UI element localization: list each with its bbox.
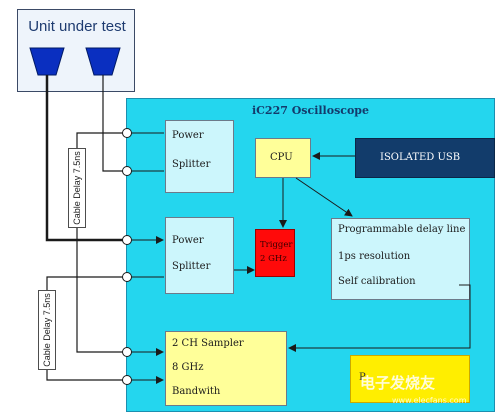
probe-2-wire [102, 75, 127, 172]
sampler-line2: 8 GHz [172, 362, 204, 373]
arrow-cpu-to-delay [295, 177, 353, 217]
isolated-usb-label: ISOLATED USB [380, 152, 461, 163]
connector-6 [122, 375, 132, 385]
watermark-logo-text: 电子发烧友 [360, 374, 436, 392]
cpu-label: CPU [270, 152, 293, 163]
probe-1-icon [29, 47, 65, 76]
connector-2 [122, 166, 132, 176]
delay-line-line1: Programmable delay line [338, 224, 466, 235]
cable-delay-2-label: Cable Delay 7.5ns [42, 293, 52, 367]
sampler-line1: 2 CH Sampler [172, 338, 244, 349]
delay-line-line2: 1ps resolution [338, 251, 411, 262]
cable-delay-1: Cable Delay 7.5ns [68, 148, 86, 228]
probe-2-icon [85, 47, 121, 76]
watermark-url: www.elecfans.com [392, 396, 467, 405]
trigger-block: Trigger 2 GHz [255, 229, 295, 277]
programmable-delay-line: Programmable delay line 1ps resolution S… [331, 218, 470, 300]
unit-under-test-title: Unit under test [28, 18, 126, 35]
delay-line-line3: Self calibration [338, 276, 416, 287]
isolated-usb-block: ISOLATED USB [355, 138, 495, 178]
connector-1 [122, 128, 132, 138]
power-block-label: P [359, 372, 366, 383]
connector-3 [122, 235, 132, 245]
power-splitter-2-line1: Power [172, 235, 204, 246]
power-splitter-1: Power Splitter [165, 120, 234, 193]
power-splitter-1-line1: Power [172, 130, 204, 141]
sampler-line3: Bandwith [172, 386, 221, 397]
cable-1-wire [76, 132, 127, 353]
cable-delay-1-label: Cable Delay 7.5ns [72, 151, 82, 225]
trigger-line2: 2 GHz [260, 254, 287, 264]
oscilloscope-title: iC227 Oscilloscope [252, 104, 369, 117]
sampler-block: 2 CH Sampler 8 GHz Bandwith [165, 331, 287, 406]
arrow-delay-to-sampler [288, 284, 471, 352]
probe-1-wire [45, 75, 127, 242]
connector-4 [122, 272, 132, 282]
power-splitter-2-line2: Splitter [172, 261, 211, 272]
power-block: P [350, 355, 470, 403]
trigger-line1: Trigger [260, 240, 293, 250]
power-splitter-1-line2: Splitter [172, 159, 211, 170]
cable-2-wire [46, 276, 127, 381]
cable-delay-2: Cable Delay 7.5ns [38, 290, 56, 370]
power-splitter-2: Power Splitter [165, 217, 234, 294]
connector-5 [122, 347, 132, 357]
cpu-block: CPU [255, 138, 311, 178]
